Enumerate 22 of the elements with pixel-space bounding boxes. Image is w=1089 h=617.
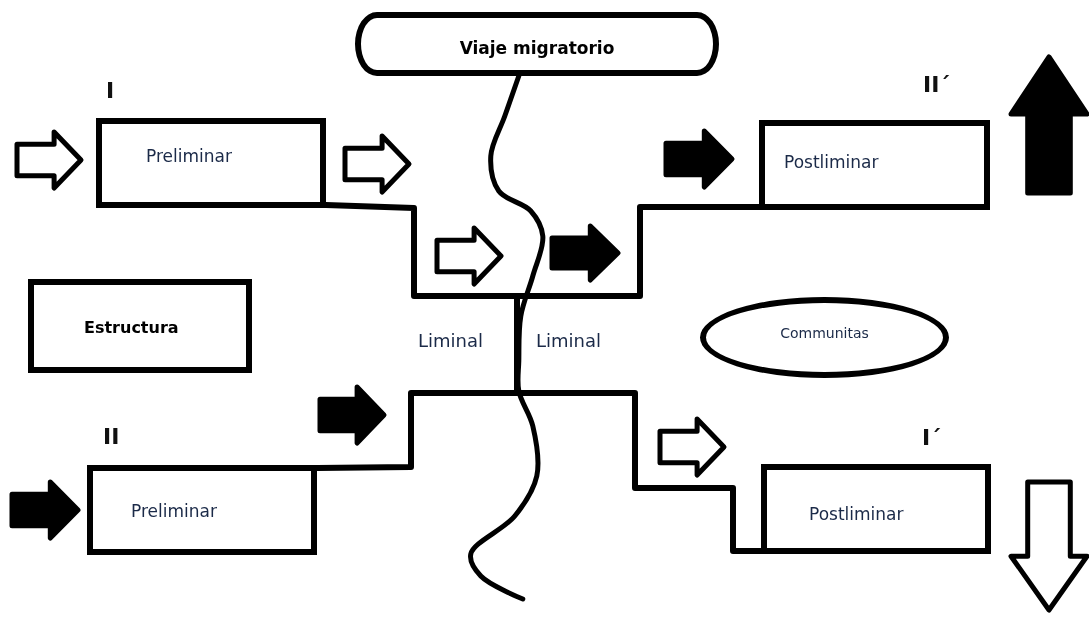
phase-label: Liminal: [418, 330, 483, 351]
stage-numeral: II´: [923, 72, 951, 97]
node-label: Communitas: [779, 325, 870, 341]
node-label: Postliminar: [809, 504, 904, 524]
node-label: Postliminar: [784, 152, 879, 172]
node-label: Preliminar: [146, 146, 232, 166]
process-box: [761, 464, 991, 554]
step-line: [323, 202, 762, 299]
phase-label: Liminal: [536, 330, 601, 351]
process-box: [28, 279, 252, 373]
stage-numeral: I: [106, 78, 115, 103]
node-label: Estructura: [84, 318, 179, 337]
stage-numeral: I´: [922, 425, 942, 450]
process-box: [96, 118, 326, 208]
process-box: [87, 465, 317, 555]
wavy-line: [468, 73, 546, 602]
title-box: [355, 12, 719, 76]
step-line: [314, 390, 764, 554]
process-box: [759, 120, 990, 210]
node-label: Viaje migratorio: [458, 38, 616, 58]
node-label: Preliminar: [131, 501, 217, 521]
stage-numeral: II: [103, 424, 120, 449]
